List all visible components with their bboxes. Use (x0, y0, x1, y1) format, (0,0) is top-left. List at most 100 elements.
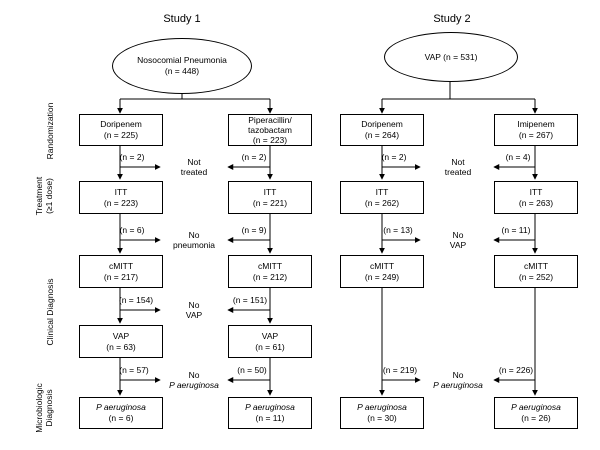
s1-left-pa-count: (n = 6) (108, 413, 134, 423)
s1-no-vap-label: No VAP (186, 300, 202, 320)
s1-no-pa-line1: No (188, 370, 200, 380)
s1-population-ellipse: Nosocomial Pneumonia (n = 448) (112, 38, 252, 94)
s1-right-rand-name1: Piperacillin/ (248, 115, 292, 125)
s1-not-treated-line2: treated (180, 167, 208, 177)
s1-right-excl4-count: (n = 50) (237, 365, 267, 375)
s2-right-cmitt-count: (n = 252) (518, 271, 554, 282)
s2-right-rand-count: (n = 267) (518, 130, 554, 140)
s2-right-excl1-count: (n = 4) (505, 152, 531, 162)
s2-left-pa-count: (n = 30) (367, 413, 397, 423)
stage-label-treatment-line1: Treatment (34, 176, 44, 216)
s1-right-excl2-count: (n = 9) (241, 225, 267, 235)
s2-right-itt-count: (n = 263) (518, 197, 554, 208)
s1-left-excl3-count: (n = 154) (118, 295, 154, 305)
s1-left-pa-box: P aeruginosa (n = 6) (79, 397, 163, 429)
s2-left-excl4-count: (n = 219) (382, 365, 418, 375)
s1-right-rand-name2: tazobactam (248, 125, 292, 135)
s1-right-vap-name: VAP (261, 330, 279, 341)
s2-left-cmitt-name: cMITT (369, 260, 395, 271)
s1-right-rand-count: (n = 223) (252, 135, 288, 145)
s1-right-cmitt-name: cMITT (257, 260, 283, 271)
stage-label-randomization: Randomization (45, 102, 55, 160)
s2-right-cmitt-box: cMITT (n = 252) (494, 255, 578, 288)
s1-no-vap-line1: No (188, 300, 200, 310)
s1-right-rand-box: Piperacillin/ tazobactam (n = 223) (228, 114, 312, 146)
s2-right-itt-name: ITT (529, 186, 543, 197)
stage-label-clinical: Clinical Diagnosis (45, 278, 55, 346)
s1-left-vap-count: (n = 63) (106, 341, 136, 352)
s1-left-excl2-count: (n = 6) (119, 225, 145, 235)
s2-no-vap-label: No VAP (450, 230, 466, 250)
s1-no-pa-label: No P aeruginosa (169, 370, 219, 390)
s1-left-itt-box: ITT (n = 223) (79, 181, 163, 214)
s2-left-excl2-count: (n = 13) (383, 225, 413, 235)
s2-right-excl2-count: (n = 11) (501, 225, 531, 235)
stage-label-micro-line2: Diagnosis (44, 389, 54, 427)
s2-left-itt-box: ITT (n = 262) (340, 181, 424, 214)
s1-left-pa-name: P aeruginosa (96, 402, 146, 412)
s1-right-pa-box: P aeruginosa (n = 11) (228, 397, 312, 429)
s1-right-vap-count: (n = 61) (255, 341, 285, 352)
s2-right-pa-box: P aeruginosa (n = 26) (494, 397, 578, 429)
s1-left-itt-name: ITT (114, 186, 128, 197)
s2-right-rand-box: Imipenem (n = 267) (494, 114, 578, 146)
s1-right-itt-count: (n = 221) (252, 197, 288, 208)
s2-left-cmitt-box: cMITT (n = 249) (340, 255, 424, 288)
s1-not-treated-line1: Not (187, 157, 201, 167)
stage-label-micro-line1: Microbiologic (34, 383, 44, 433)
stage-label-treatment-line2: (≥1 dose) (44, 178, 54, 214)
s1-left-itt-count: (n = 223) (103, 197, 139, 208)
s1-no-pa-line2: P aeruginosa (169, 380, 219, 390)
s2-population-ellipse: VAP (n = 531) (384, 32, 518, 82)
s2-right-excl4-count: (n = 226) (498, 365, 534, 375)
s1-left-rand-box: Doripenem (n = 225) (79, 114, 163, 146)
s1-left-cmitt-box: cMITT (n = 217) (79, 255, 163, 288)
s2-left-cmitt-count: (n = 249) (364, 271, 400, 282)
s2-not-treated-label: Not treated (445, 157, 471, 177)
s2-no-pa-line1: No (452, 370, 464, 380)
s2-left-rand-box: Doripenem (n = 264) (340, 114, 424, 146)
s2-no-pa-label: No P aeruginosa (433, 370, 483, 390)
s1-right-cmitt-box: cMITT (n = 212) (228, 255, 312, 288)
s1-left-excl1-count: (n = 2) (119, 152, 145, 162)
s1-no-pneumonia-line1: No (188, 230, 200, 240)
s1-left-vap-box: VAP (n = 63) (79, 325, 163, 358)
s1-right-itt-box: ITT (n = 221) (228, 181, 312, 214)
s2-right-itt-box: ITT (n = 263) (494, 181, 578, 214)
s1-no-vap-line2: VAP (185, 310, 203, 320)
s1-left-cmitt-count: (n = 217) (103, 271, 139, 282)
s1-no-pneumonia-line2: pneumonia (172, 240, 216, 250)
s1-right-cmitt-count: (n = 212) (252, 271, 288, 282)
s2-left-rand-name: Doripenem (361, 119, 403, 129)
s2-right-rand-name: Imipenem (517, 119, 555, 129)
s2-not-treated-line1: Not (451, 157, 465, 167)
study1-header: Study 1 (163, 13, 201, 25)
s1-left-cmitt-name: cMITT (108, 260, 134, 271)
s1-left-rand-name: Doripenem (100, 119, 142, 129)
s2-left-itt-name: ITT (375, 186, 389, 197)
s2-right-cmitt-name: cMITT (523, 260, 549, 271)
s1-population-count: (n = 448) (164, 66, 200, 76)
s1-right-vap-box: VAP (n = 61) (228, 325, 312, 358)
s2-left-rand-count: (n = 264) (364, 130, 400, 140)
s1-right-excl3-count: (n = 151) (232, 295, 268, 305)
s2-left-excl1-count: (n = 2) (381, 152, 407, 162)
s2-no-pa-line2: P aeruginosa (433, 380, 483, 390)
s1-no-pneumonia-label: No pneumonia (173, 230, 215, 250)
s1-right-itt-name: ITT (263, 186, 277, 197)
s1-split-line (120, 94, 270, 100)
s2-no-vap-line2: VAP (449, 240, 467, 250)
s1-right-pa-count: (n = 11) (255, 413, 285, 423)
s1-right-pa-name: P aeruginosa (245, 402, 295, 412)
s2-left-pa-name: P aeruginosa (357, 402, 407, 412)
s2-split-line (382, 82, 535, 100)
s2-left-itt-count: (n = 262) (364, 197, 400, 208)
s1-right-excl1-count: (n = 2) (241, 152, 267, 162)
s2-not-treated-line2: treated (444, 167, 472, 177)
study2-header: Study 2 (433, 13, 471, 25)
s1-left-rand-count: (n = 225) (103, 130, 139, 140)
s2-no-vap-line1: No (452, 230, 464, 240)
s1-population-label: Nosocomial Pneumonia (137, 55, 227, 65)
